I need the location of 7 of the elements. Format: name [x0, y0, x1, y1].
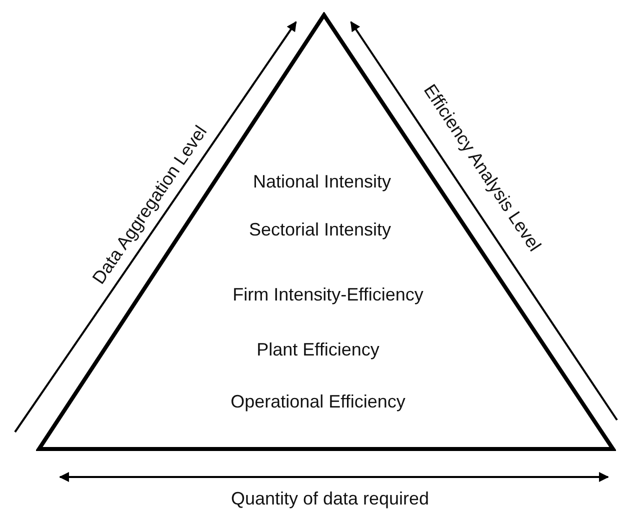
- level-label: Plant Efficiency: [256, 340, 380, 360]
- level-label: Operational Efficiency: [230, 392, 406, 412]
- axis-label: Quantity of data required: [230, 488, 430, 510]
- level-label: National Intensity: [252, 172, 392, 192]
- level-label: Sectorial Intensity: [248, 220, 392, 240]
- level-label: Firm Intensity-Efficiency: [232, 284, 424, 306]
- pyramid-triangle: [36, 12, 616, 452]
